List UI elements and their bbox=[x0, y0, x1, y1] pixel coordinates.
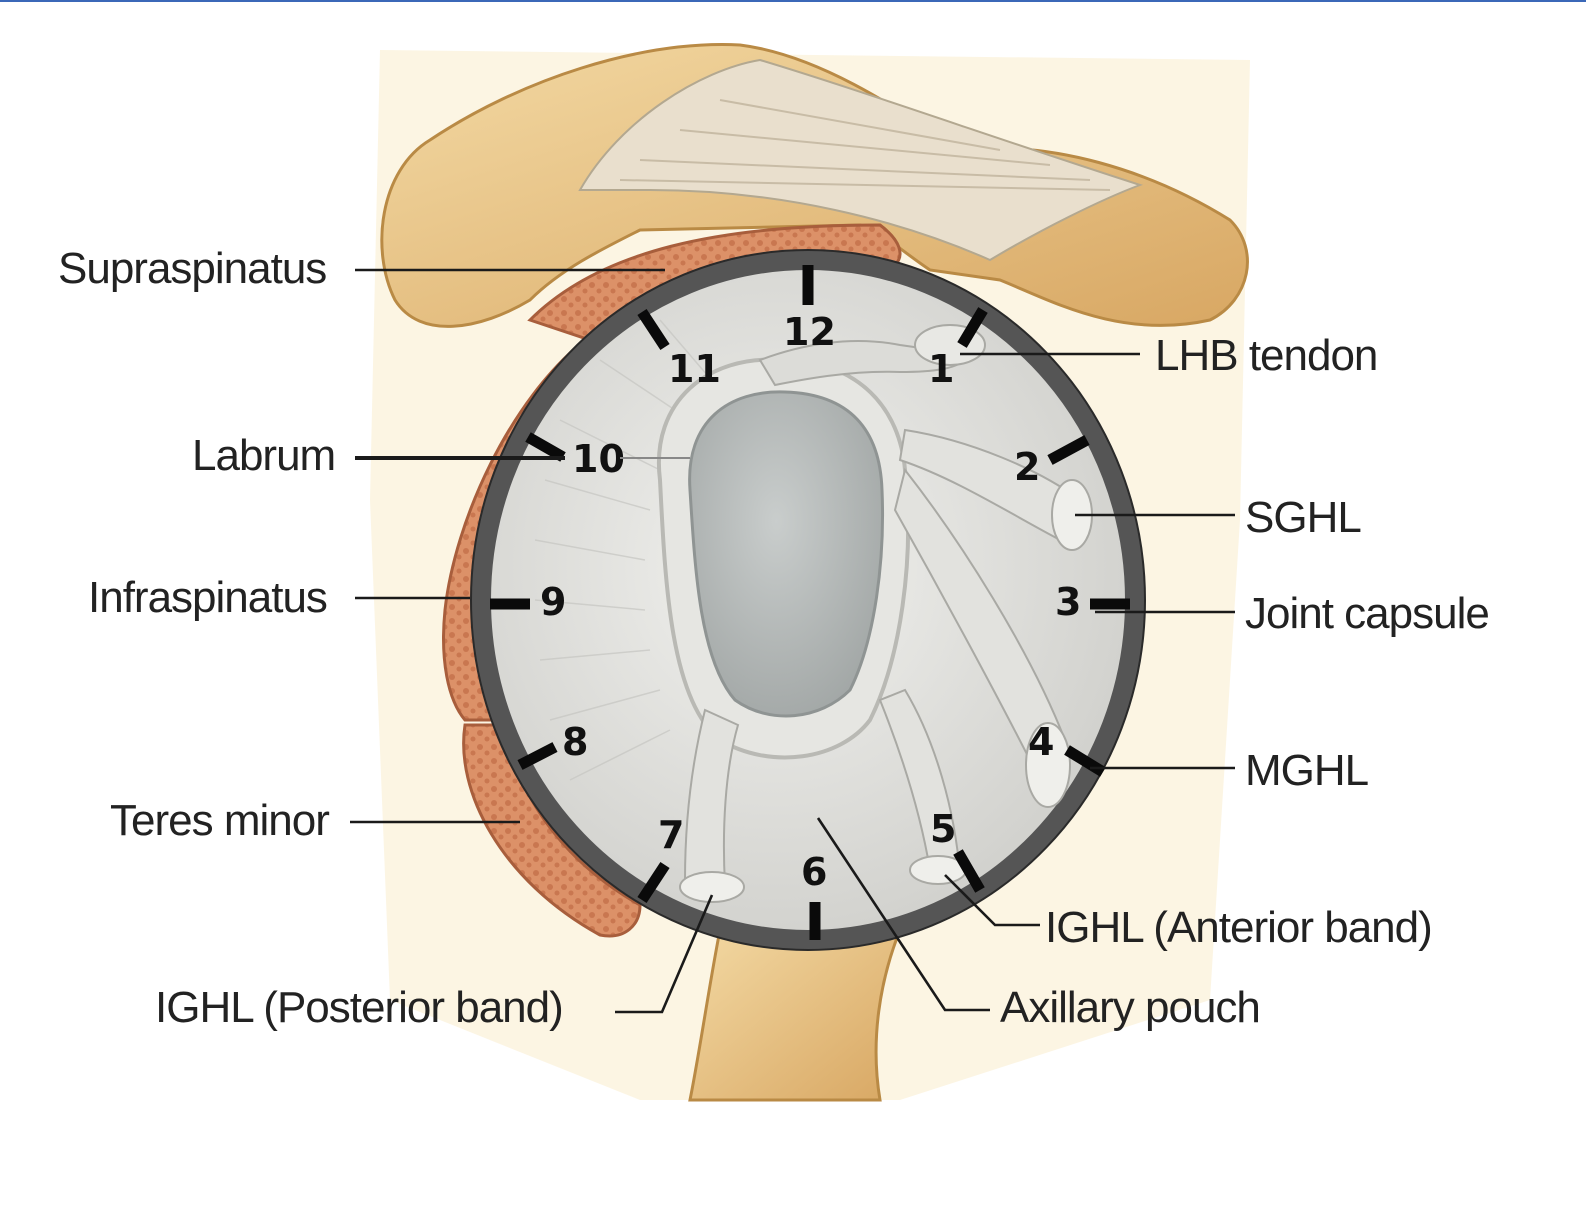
label-teres-minor: Teres minor bbox=[110, 796, 329, 845]
leader-ighl-anterior bbox=[944, 874, 1040, 927]
tick-2 bbox=[1047, 435, 1090, 465]
tick-8 bbox=[517, 742, 558, 770]
clock-number-12: 12 bbox=[783, 310, 836, 354]
label-ighl-anterior: IGHL (Anterior band) bbox=[1045, 903, 1432, 952]
label-mghl: MGHL bbox=[1245, 746, 1369, 795]
label-axillary-pouch: Axillary pouch bbox=[1000, 983, 1260, 1032]
label-infraspinatus: Infraspinatus bbox=[88, 573, 327, 622]
ighl-posterior-stump bbox=[679, 871, 745, 903]
clock-ticks bbox=[490, 265, 1130, 940]
top-border-line bbox=[0, 0, 1586, 2]
scapular-neck bbox=[688, 928, 903, 1102]
clock-number-6: 6 bbox=[801, 850, 827, 894]
coracoacromial-ligament bbox=[578, 58, 1144, 262]
clock-number-4: 4 bbox=[1028, 720, 1054, 764]
clock-numbers: 12 1 2 3 4 5 6 7 8 9 10 11 bbox=[540, 310, 1081, 894]
tick-1 bbox=[957, 307, 988, 348]
label-joint-capsule: Joint capsule bbox=[1245, 589, 1489, 638]
clock-number-8: 8 bbox=[562, 720, 588, 764]
leader-axillary-pouch bbox=[816, 817, 990, 1012]
clock-number-10: 10 bbox=[572, 437, 625, 481]
clock-number-9: 9 bbox=[540, 580, 566, 624]
structure-labels: Supraspinatus Labrum Infraspinatus Teres… bbox=[58, 244, 1490, 1032]
clock-number-1: 1 bbox=[928, 347, 954, 391]
mghl-stump bbox=[1025, 722, 1071, 808]
capsule-outer-edge bbox=[470, 249, 1146, 951]
glenoid-cartilage bbox=[688, 390, 885, 718]
label-sghl: SGHL bbox=[1245, 493, 1361, 542]
clock-number-3: 3 bbox=[1055, 580, 1081, 624]
clock-number-7: 7 bbox=[658, 813, 684, 857]
tick-5 bbox=[953, 849, 985, 893]
ligament-fibers bbox=[619, 99, 1111, 191]
clock-number-5: 5 bbox=[930, 807, 956, 851]
label-lhb-tendon: LHB tendon bbox=[1155, 331, 1377, 380]
clock-number-11: 11 bbox=[668, 347, 721, 391]
label-ighl-posterior: IGHL (Posterior band) bbox=[155, 983, 563, 1032]
leader-lines bbox=[350, 268, 1235, 1014]
label-supraspinatus: Supraspinatus bbox=[58, 244, 326, 293]
tick-11 bbox=[637, 308, 670, 351]
tick-10 bbox=[525, 432, 566, 462]
label-labrum: Labrum bbox=[192, 431, 335, 480]
leader-ighl-posterior bbox=[615, 894, 714, 1014]
clock-number-2: 2 bbox=[1014, 445, 1040, 489]
tick-7 bbox=[637, 861, 670, 904]
